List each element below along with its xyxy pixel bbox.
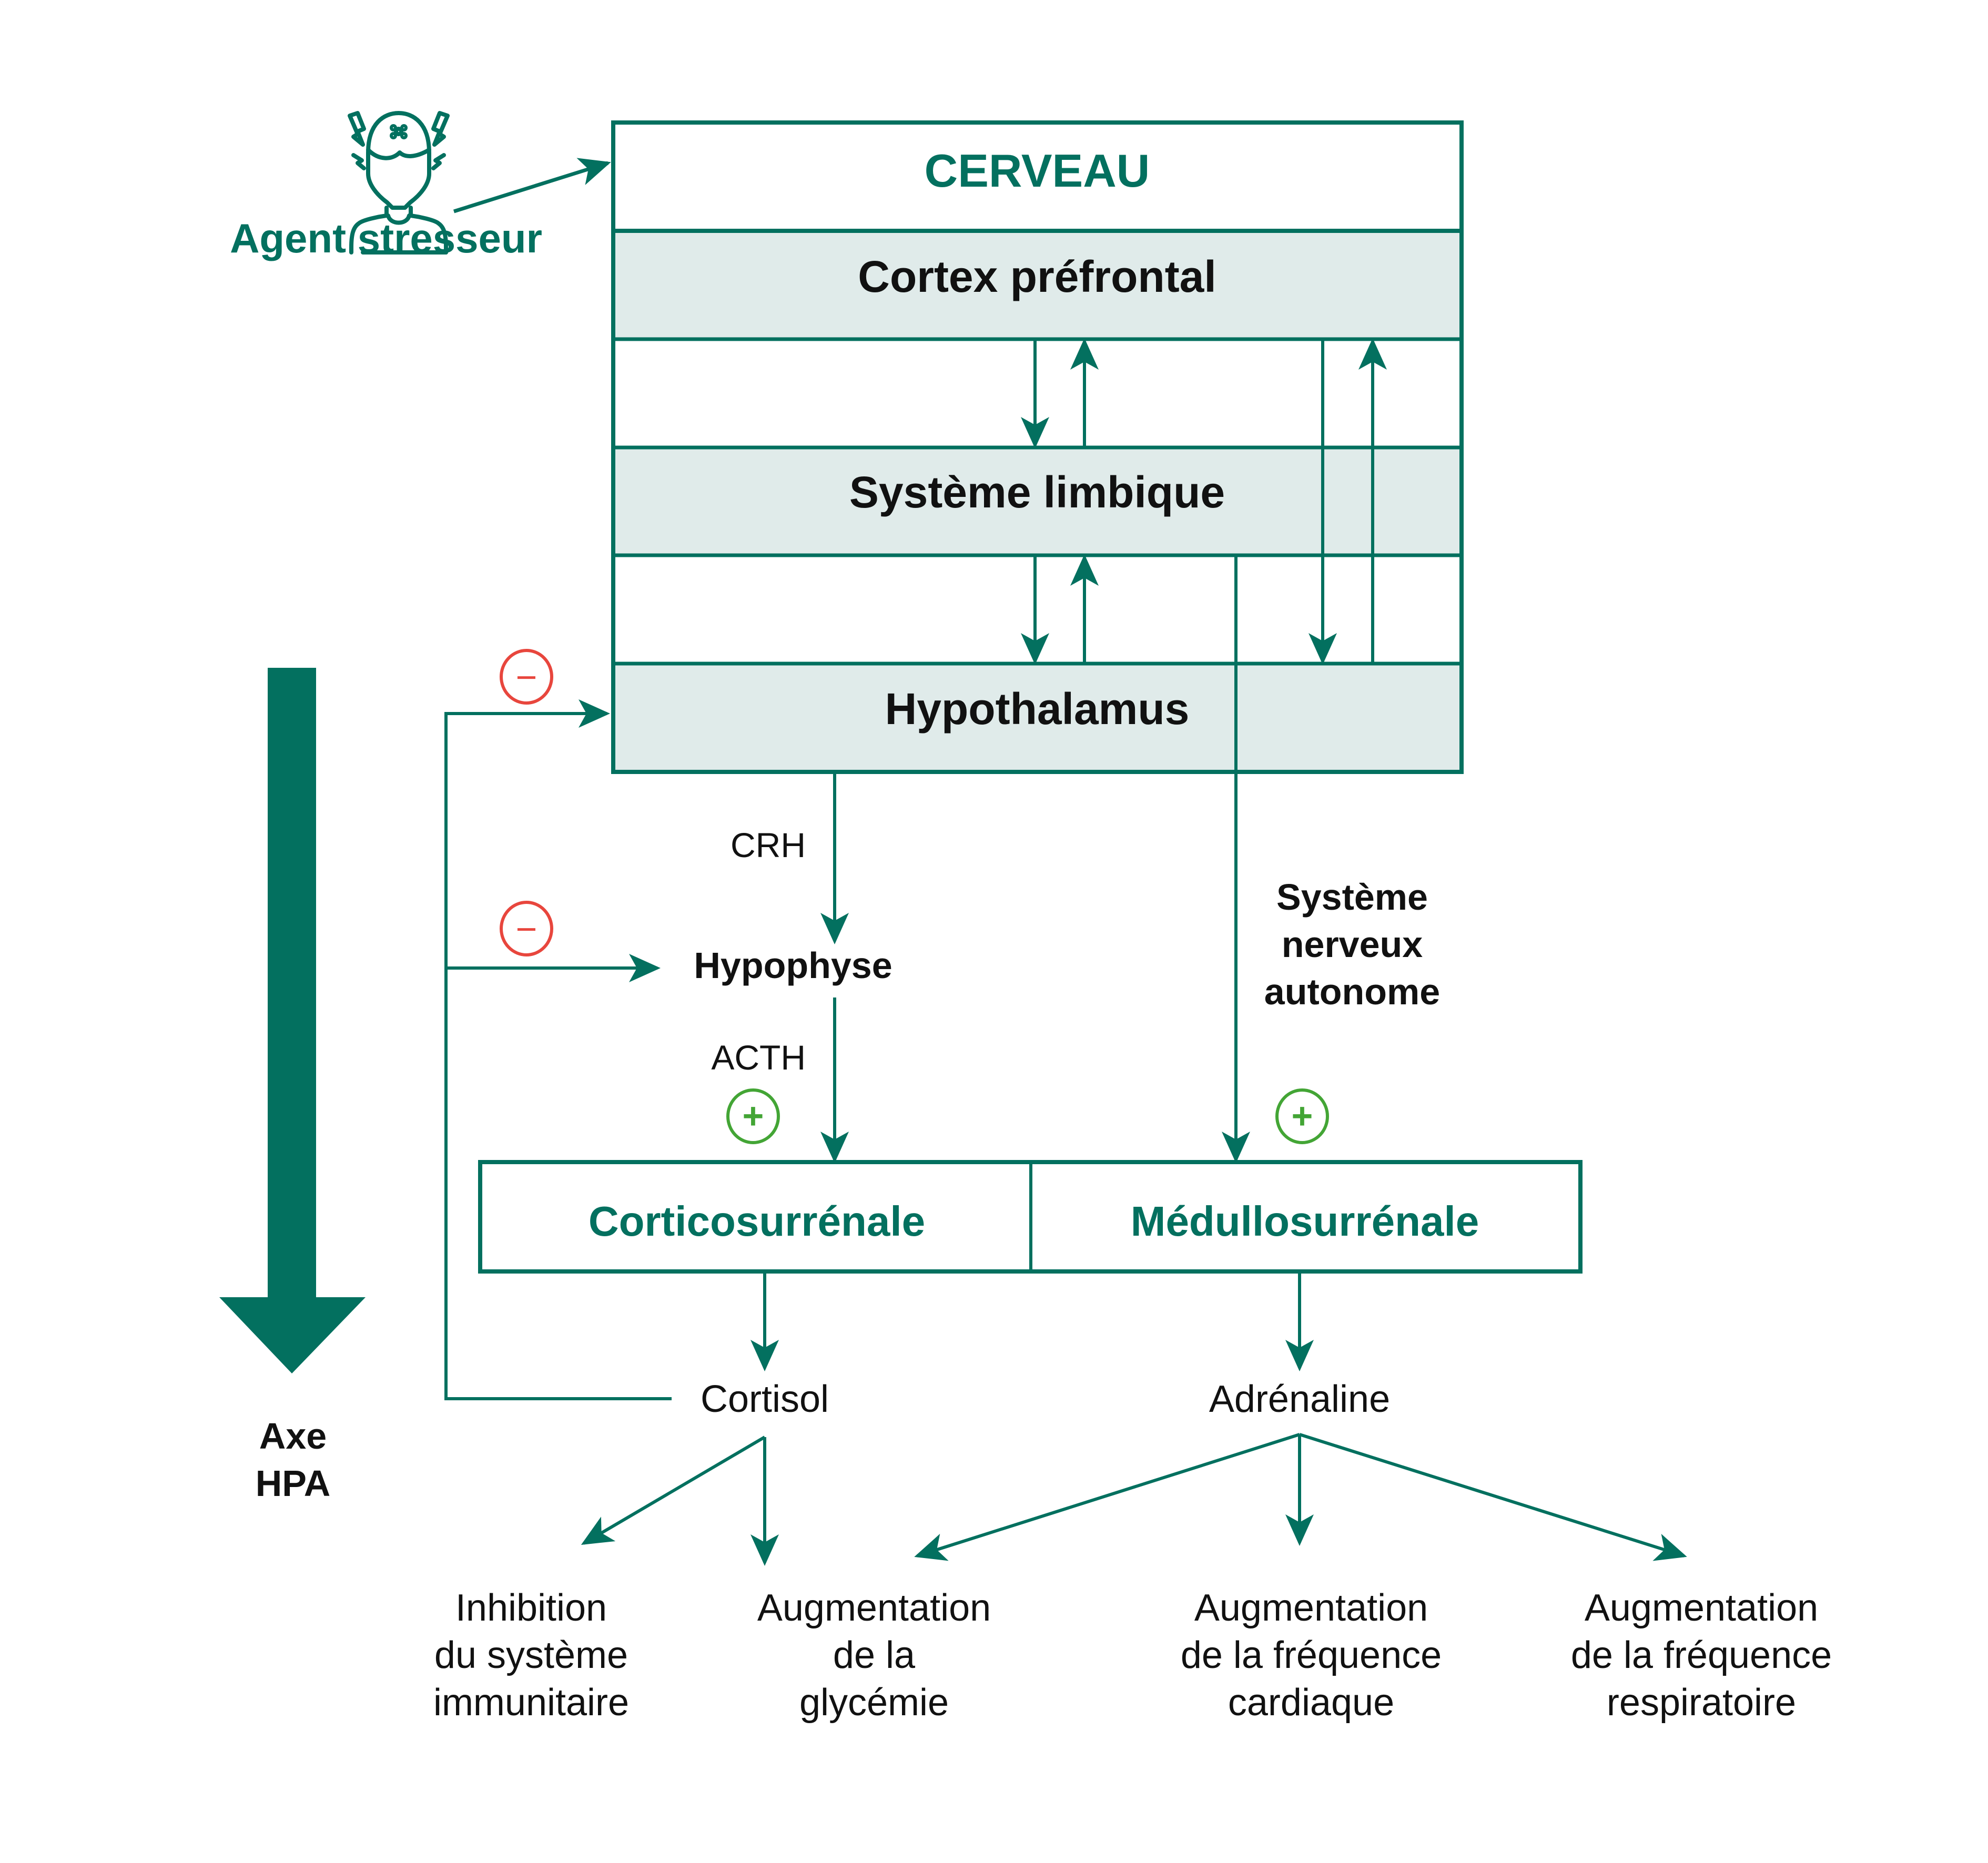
ans-label-line2: nerveux	[1282, 924, 1423, 965]
plus-icon: +	[743, 1095, 764, 1136]
brain-title: CERVEAU	[925, 145, 1150, 197]
band-cortex	[613, 231, 1462, 339]
medullosurrenale-label: Médullosurrénale	[1131, 1198, 1479, 1245]
hpa-axis-label-line1: Axe	[259, 1416, 327, 1457]
hpa-axis-arrow-icon	[219, 668, 366, 1373]
band-hypothalamus	[613, 664, 1462, 772]
brain-box	[611, 120, 1464, 774]
effect-line: respiratoire	[1607, 1682, 1796, 1724]
band-limbic	[613, 447, 1462, 555]
hypophyse-label: Hypophyse	[694, 945, 892, 986]
effect-heart-rate: Augmentation de la fréquence cardiaque	[1181, 1587, 1442, 1724]
minus-icon: −	[516, 657, 537, 698]
stimulate-sign-medulla: +	[1275, 1088, 1329, 1144]
crh-label: CRH	[731, 826, 806, 864]
region-cortex-prefrontal: Cortex préfrontal	[858, 252, 1216, 301]
ans-label-line3: autonome	[1264, 971, 1440, 1012]
minus-icon: −	[516, 909, 537, 950]
effect-line: de la fréquence	[1571, 1634, 1832, 1676]
inhibit-sign-hypophyse: −	[500, 901, 553, 956]
effect-line: de la	[833, 1634, 916, 1676]
stressor-arrow	[453, 158, 611, 213]
arrow-adrenaline-glycemia	[914, 1433, 1300, 1561]
effect-line: glycémie	[799, 1682, 949, 1724]
effect-line: Inhibition	[455, 1587, 607, 1629]
arrow-cortisol-immune	[581, 1436, 766, 1545]
inhibit-sign-hypothalamus: −	[500, 649, 553, 705]
effect-line: Augmentation	[757, 1587, 991, 1629]
effect-line: cardiaque	[1228, 1682, 1394, 1724]
plus-icon: +	[1292, 1095, 1313, 1136]
effect-line: du système	[434, 1634, 628, 1676]
acth-label: ACTH	[711, 1038, 806, 1077]
effect-glycemia: Augmentation de la glycémie	[757, 1587, 991, 1724]
adrenaline-label: Adrénaline	[1209, 1378, 1390, 1420]
stressed-person-icon	[348, 111, 450, 254]
stimulate-sign-cortex: +	[726, 1088, 780, 1144]
effect-line: Augmentation	[1585, 1587, 1818, 1629]
effect-respiration-rate: Augmentation de la fréquence respiratoir…	[1571, 1587, 1832, 1724]
effect-immune: Inhibition du système immunitaire	[433, 1587, 629, 1724]
effect-line: de la fréquence	[1181, 1634, 1442, 1676]
arrow-adrenaline-respiration	[1299, 1433, 1687, 1561]
ans-label-line1: Système	[1276, 877, 1428, 918]
region-limbic-system: Système limbique	[849, 467, 1225, 517]
region-hypothalamus: Hypothalamus	[885, 684, 1190, 734]
hpa-axis-label-line2: HPA	[256, 1463, 331, 1504]
stressor-label: Agent stresseur	[230, 215, 542, 261]
effect-line: immunitaire	[433, 1682, 629, 1724]
cortisol-label: Cortisol	[701, 1378, 829, 1420]
adrenal-box	[478, 1160, 1583, 1274]
effect-line: Augmentation	[1194, 1587, 1428, 1629]
cortisol-feedback-hypothalamus	[444, 699, 672, 1400]
corticosurrenale-label: Corticosurrénale	[589, 1198, 925, 1245]
